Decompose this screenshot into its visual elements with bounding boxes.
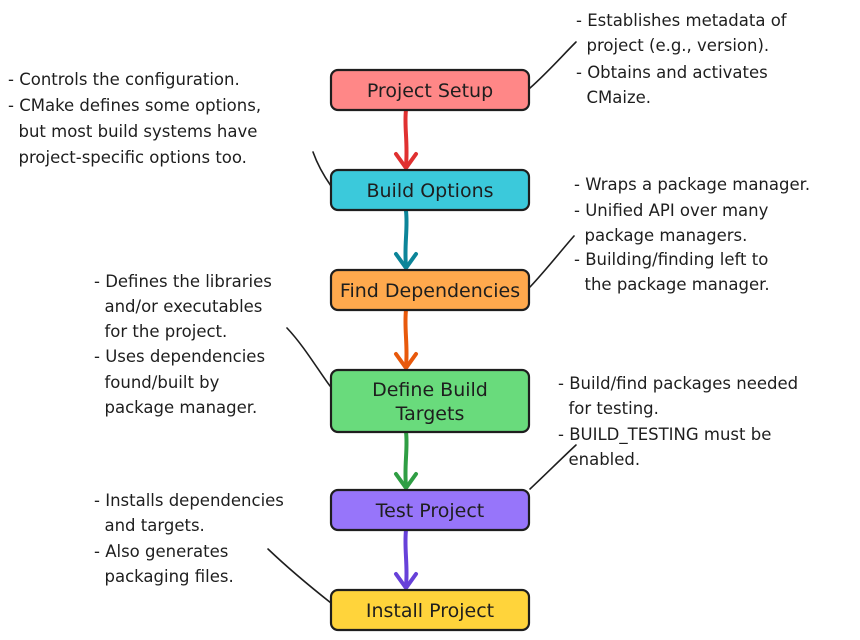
note-line: for the project. <box>94 322 227 341</box>
leader-find-dependencies <box>529 235 575 288</box>
node-define-build-targets-label-line2: Targets <box>395 403 465 425</box>
leader-project-setup <box>529 41 577 89</box>
node-test-project-box <box>329 488 531 532</box>
note-line: - Build/find packages needed <box>558 374 798 393</box>
note-build-options: - Controls the configuration. - CMake de… <box>0 0 287 167</box>
note-line: and/or executables <box>94 297 262 316</box>
note-define-build-targets: - Defines the libraries and/or executabl… <box>0 0 298 417</box>
note-line: enabled. <box>558 450 640 469</box>
node-build-options-box <box>329 168 531 212</box>
note-install-project: - Installs dependencies and targets. - A… <box>0 0 310 586</box>
node-test-project-label: Test Project <box>375 500 484 522</box>
note-line: and targets. <box>94 516 205 535</box>
note-line: - Installs dependencies <box>94 491 284 510</box>
note-line: - Unified API over many <box>574 201 769 220</box>
node-project-setup-label: Project Setup <box>367 80 493 102</box>
node-install-project-label: Install Project <box>366 600 494 622</box>
arrow-targets-to-test <box>394 430 418 490</box>
arrow-test-to-install <box>394 528 418 590</box>
arrow-head <box>394 572 418 590</box>
arrow-shaft <box>403 430 409 488</box>
node-build-options: Build Options <box>329 168 531 212</box>
note-line: the package manager. <box>574 275 770 294</box>
note-line: - CMake defines some options, <box>8 96 261 115</box>
note-find-dependencies: - Wraps a package manager. - Unified API… <box>0 0 836 294</box>
note-line: for testing. <box>558 399 659 418</box>
note-project-setup: - Establishes metadata of project (e.g.,… <box>0 0 813 107</box>
note-line: found/built by <box>94 373 220 392</box>
node-build-options-label: Build Options <box>366 180 493 202</box>
note-line: - BUILD_TESTING must be <box>558 425 771 445</box>
arrow-options-to-dependencies <box>394 209 418 270</box>
leader-test-project <box>529 444 577 490</box>
leader-build-options <box>312 151 332 187</box>
node-test-project: Test Project <box>329 488 531 532</box>
note-line: CMaize. <box>576 88 651 107</box>
note-test-project: - Build/find packages needed for testing… <box>558 374 798 469</box>
arrow-shaft <box>403 209 409 268</box>
note-line: packaging files. <box>94 567 234 586</box>
leader-install-project <box>267 548 332 604</box>
arrow-shaft <box>403 308 409 368</box>
note-line: project (e.g., version). <box>576 36 769 55</box>
note-line: project-specific options too. <box>8 148 247 167</box>
arrow-shaft <box>403 528 409 588</box>
note-line: - Establishes metadata of <box>576 11 788 30</box>
note-line: - Controls the configuration. <box>8 70 240 89</box>
arrow-head <box>394 152 418 170</box>
arrow-head <box>394 252 418 270</box>
note-line: - Obtains and activates <box>576 63 768 82</box>
node-project-setup-box <box>329 68 531 112</box>
arrow-head <box>394 472 418 490</box>
arrow-shaft <box>403 108 409 168</box>
node-find-dependencies-box <box>329 268 531 312</box>
node-find-dependencies: Find Dependencies <box>329 268 531 312</box>
node-install-project: Install Project <box>329 588 531 632</box>
note-line: - Defines the libraries <box>94 272 272 291</box>
node-define-build-targets-box <box>329 368 531 434</box>
note-line: - Wraps a package manager. <box>574 175 810 194</box>
node-find-dependencies-label: Find Dependencies <box>340 280 520 302</box>
node-define-build-targets: Define Build Targets <box>329 368 531 434</box>
note-line: package managers. <box>574 226 747 245</box>
note-line: - Also generates <box>94 542 228 561</box>
arrow-dependencies-to-targets <box>394 308 418 370</box>
arrow-setup-to-options <box>394 108 418 170</box>
note-line: - Uses dependencies <box>94 347 265 366</box>
node-define-build-targets-label-line1: Define Build <box>372 379 488 401</box>
arrow-head <box>394 352 418 370</box>
note-line: - Building/finding left to <box>574 250 768 269</box>
node-project-setup: Project Setup <box>329 68 531 112</box>
leader-define-build-targets <box>286 327 331 387</box>
note-line: package manager. <box>94 398 257 417</box>
node-install-project-box <box>329 588 531 632</box>
note-line: but most build systems have <box>8 122 257 141</box>
